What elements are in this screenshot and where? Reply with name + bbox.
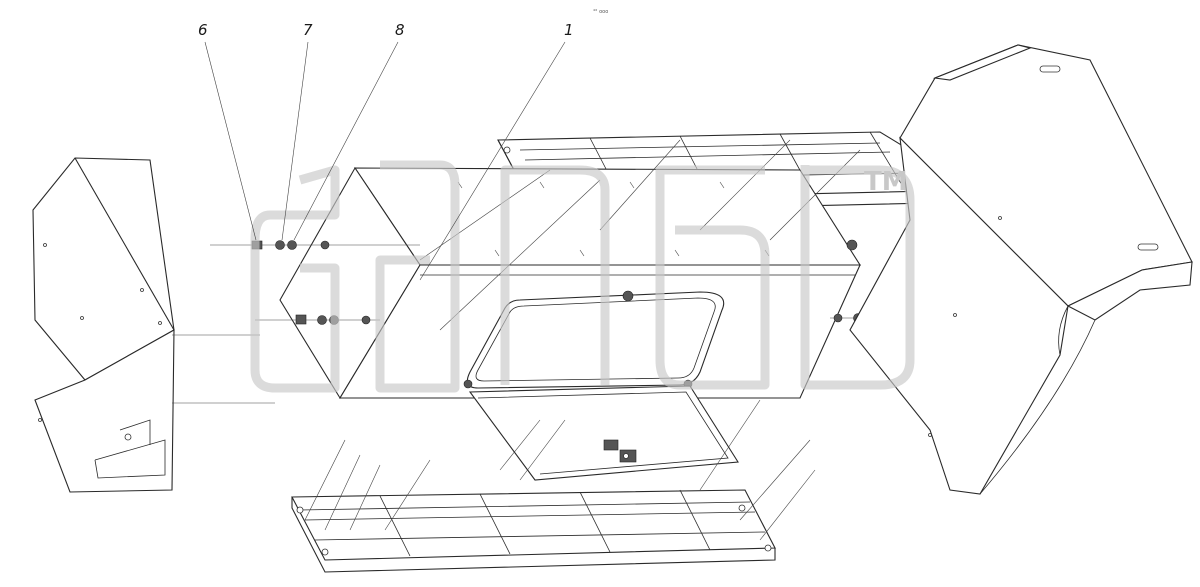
header-tiny-text: ⁴° ooo [593,9,608,15]
watermark-tm: TM [864,167,908,197]
callout-8: 8 [293,21,405,241]
callout-1: 1 [419,21,574,281]
callout-6-label: 6 [198,21,208,39]
callout-8-label: 8 [395,21,405,39]
callout-7: 7 [281,21,313,241]
bottom-step-rail [291,489,776,573]
right-fender-cover [849,44,1193,495]
main-box [279,166,965,400]
callout-7-label: 7 [303,21,313,39]
watermark-logo: TM [250,160,915,393]
door-lock [603,439,637,463]
callout-1-label: 1 [564,21,574,39]
callout-6: 6 [198,21,257,241]
door-panel [468,385,739,481]
left-cover-box [32,157,275,493]
